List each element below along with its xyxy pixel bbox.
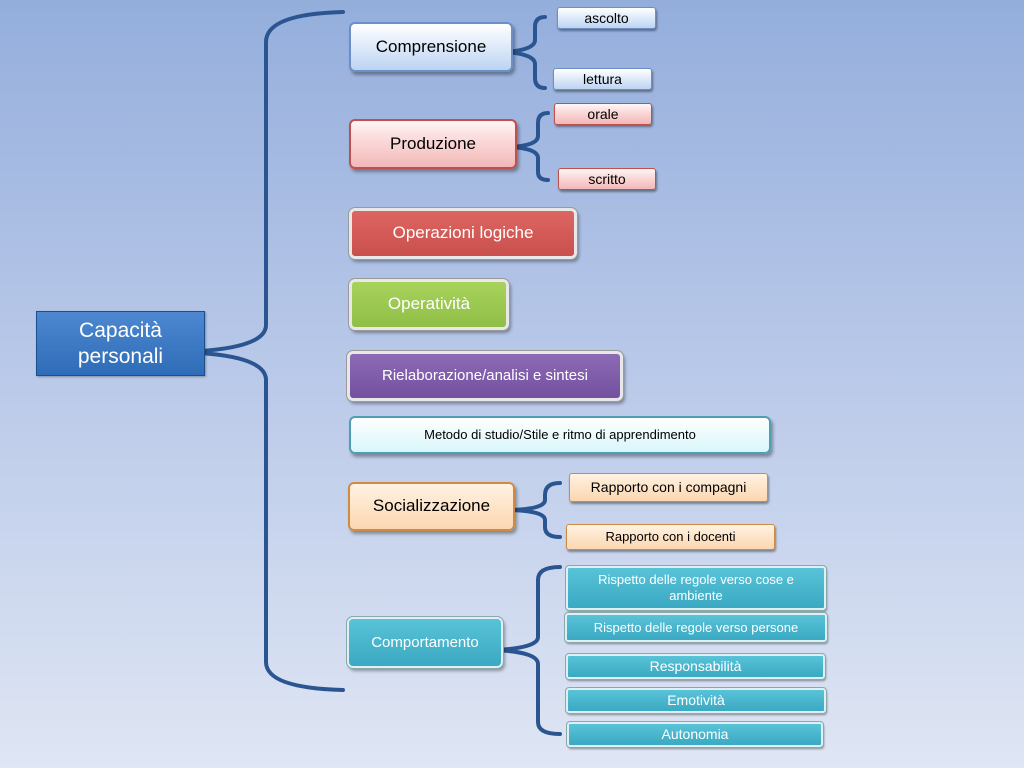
node-comportamento: Comportamento xyxy=(346,616,504,669)
leaf-emotivita: Emotività xyxy=(565,687,827,714)
node-comprensione: Comprensione xyxy=(349,22,513,72)
operazioni-logiche-label: Operazioni logiche xyxy=(392,223,534,243)
produzione-label: Produzione xyxy=(389,133,476,153)
rispetto-persone-label: Rispetto delle regole verso persone xyxy=(593,619,799,635)
comportamento-label: Comportamento xyxy=(371,633,479,651)
rapporto-docenti-label: Rapporto con i docenti xyxy=(605,529,736,545)
root-node: Capacità personali xyxy=(36,311,205,376)
rapporto-compagni-label: Rapporto con i compagni xyxy=(590,479,747,496)
leaf-autonomia: Autonomia xyxy=(566,721,824,748)
node-operativita: Operatività xyxy=(348,278,510,331)
rielaborazione-label: Rielaborazione/analisi e sintesi xyxy=(382,367,588,384)
socializzazione-label: Socializzazione xyxy=(372,496,491,516)
scritto-label: scritto xyxy=(588,170,626,187)
leaf-ascolto: ascolto xyxy=(557,7,656,29)
lettura-label: lettura xyxy=(583,70,622,87)
operativita-label: Operatività xyxy=(387,294,471,314)
comportamento-connector xyxy=(494,565,562,736)
leaf-rapporto-docenti: Rapporto con i docenti xyxy=(566,524,775,550)
emotivita-label: Emotività xyxy=(667,692,725,709)
ascolto-label: ascolto xyxy=(584,9,629,26)
leaf-scritto: scritto xyxy=(558,168,656,190)
comprensione-label: Comprensione xyxy=(375,36,487,56)
leaf-rispetto-persone: Rispetto delle regole verso persone xyxy=(564,612,828,643)
leaf-responsabilita: Responsabilità xyxy=(565,653,826,680)
leaf-lettura: lettura xyxy=(553,68,652,90)
node-rielaborazione: Rielaborazione/analisi e sintesi xyxy=(346,350,624,402)
metodo-label: Metodo di studio/Stile e ritmo di appren… xyxy=(424,427,696,443)
responsabilita-label: Responsabilità xyxy=(649,658,742,675)
autonomia-label: Autonomia xyxy=(661,726,729,743)
leaf-rispetto-cose: Rispetto delle regole verso cose e ambie… xyxy=(565,565,827,611)
leaf-orale: orale xyxy=(554,103,652,125)
rispetto-cose-label: Rispetto delle regole verso cose e ambie… xyxy=(598,572,794,603)
node-operazioni-logiche: Operazioni logiche xyxy=(348,207,578,260)
socializzazione-connector xyxy=(509,481,562,539)
orale-label: orale xyxy=(587,105,619,122)
node-metodo: Metodo di studio/Stile e ritmo di appren… xyxy=(349,416,771,454)
node-produzione: Produzione xyxy=(349,119,517,169)
root-label: Capacità personali xyxy=(77,319,164,368)
node-socializzazione: Socializzazione xyxy=(348,482,515,531)
leaf-rapporto-compagni: Rapporto con i compagni xyxy=(569,473,768,502)
